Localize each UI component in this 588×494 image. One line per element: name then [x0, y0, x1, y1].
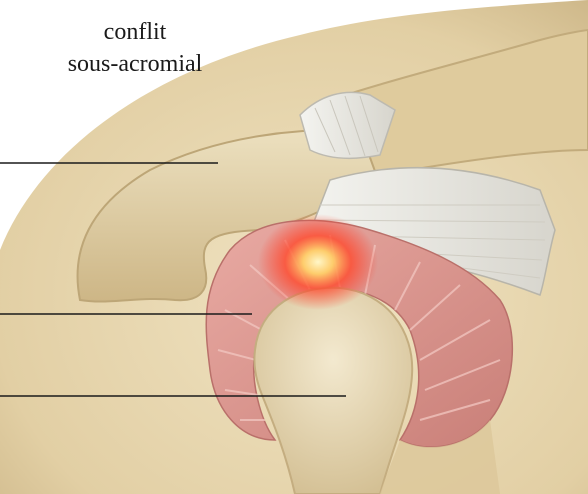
diagram-caption: conflit sous-acromial: [30, 16, 240, 80]
inflammation-glow: [258, 214, 378, 310]
caption-line-1: conflit: [30, 16, 240, 48]
caption-line-2: sous-acromial: [30, 48, 240, 80]
